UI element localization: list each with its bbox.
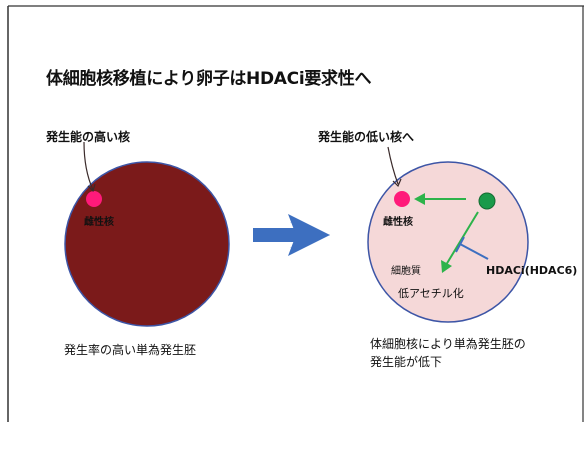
acetylation-arrow: [441, 211, 479, 273]
left-oocyte: [64, 161, 230, 327]
inhibitor-label: HDACi(HDAC6): [486, 264, 578, 277]
right-callout-pointer: [387, 146, 399, 185]
left-nucleus-label: 雌性核: [84, 217, 114, 228]
inhibitor-symbol: [455, 236, 489, 260]
nucleus-transfer-arrow: [414, 193, 466, 205]
left-female-nucleus: [86, 191, 102, 207]
hypoacetylation-label: 低アセチル化: [398, 287, 464, 300]
left-callout-pointer: [83, 141, 94, 191]
cytoplasm-label: 細胞質: [391, 266, 421, 277]
slide-title: 体細胞核移植により卵子はHDACi要求性へ: [46, 69, 372, 89]
right-female-nucleus: [394, 191, 410, 207]
left-callout-label: 発生能の高い核: [46, 130, 131, 144]
left-caption: 発生率の高い単為発生胚: [64, 343, 197, 357]
right-caption-line1: 体細胞核により単為発生胚の: [370, 337, 526, 351]
right-nucleus-label: 雌性核: [383, 217, 413, 228]
transition-arrow: [253, 214, 330, 256]
right-callout-label: 発生能の低い核へ: [318, 130, 415, 144]
somatic-nucleus: [478, 192, 496, 210]
right-caption-line2: 発生能が低下: [370, 355, 443, 369]
